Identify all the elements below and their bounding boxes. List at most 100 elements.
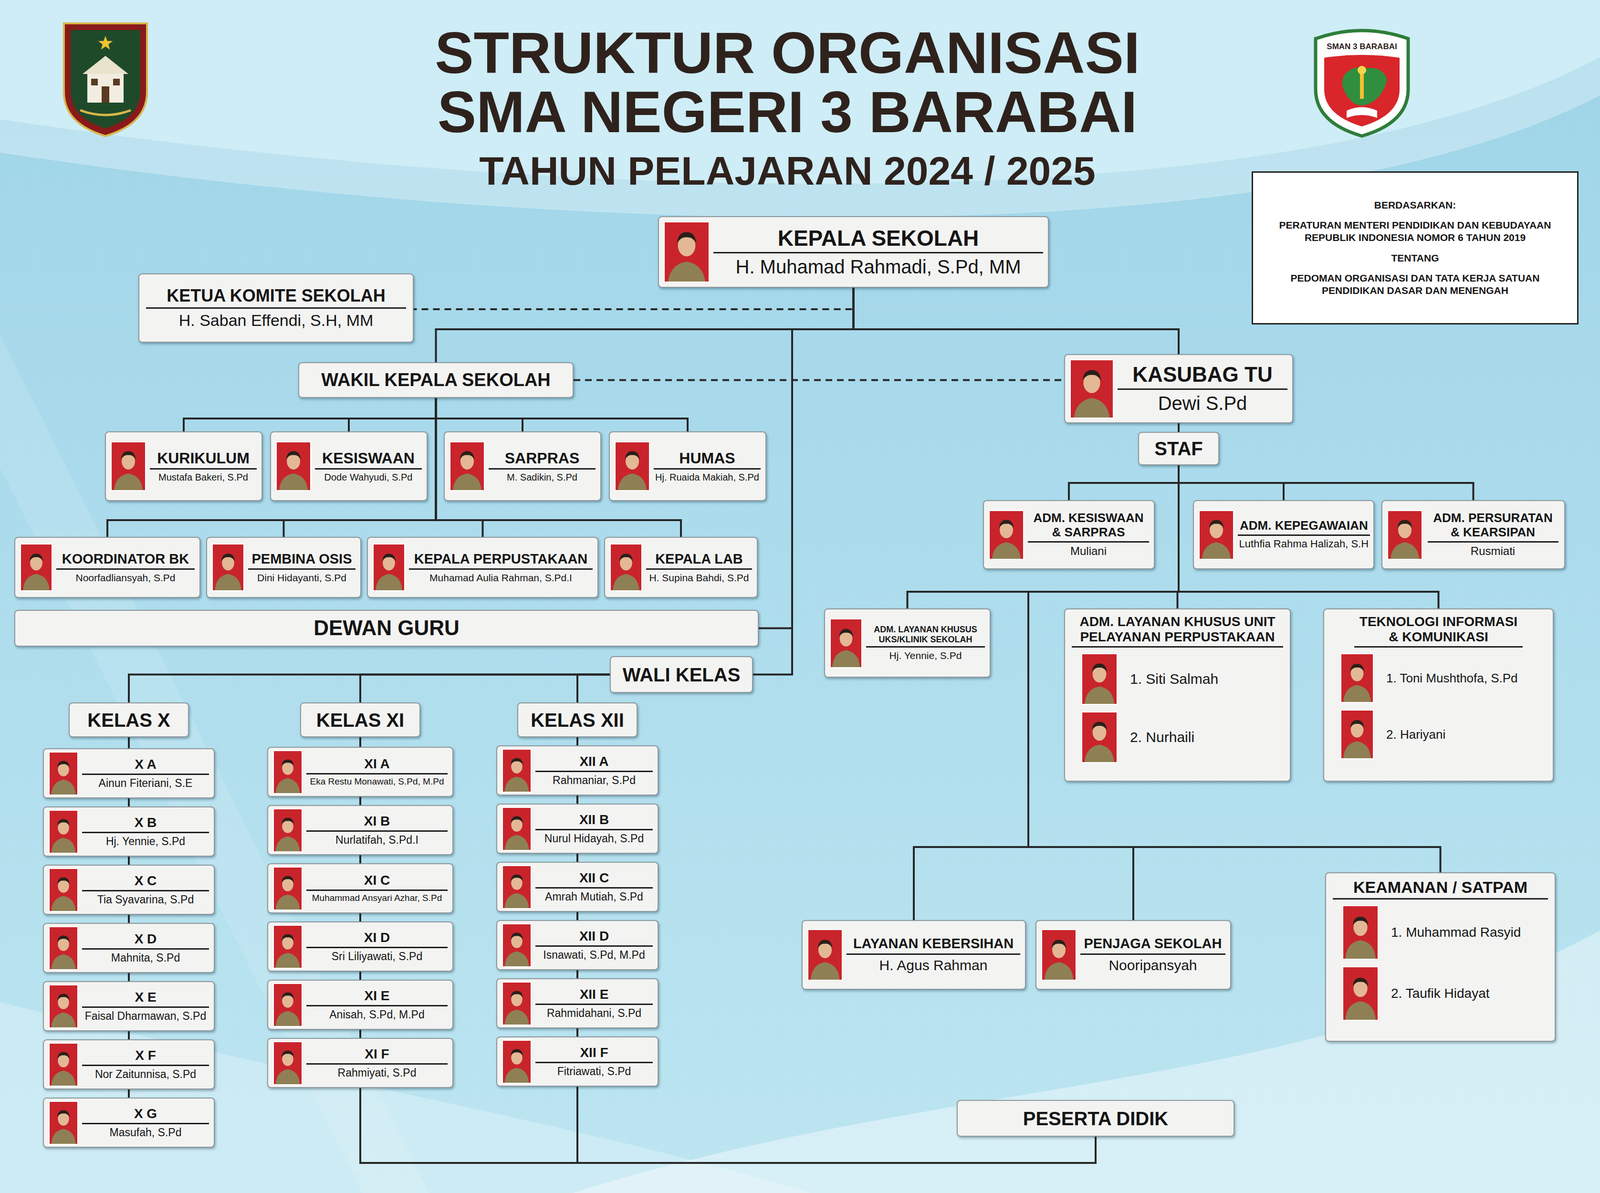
class-box: XII FFitriawati, S.Pd [496, 1036, 659, 1087]
security-box: KEAMANAN / SATPAM 1. Muhammad Rasyid 2. Ta… [1325, 872, 1556, 1042]
photo-backdrop [373, 544, 405, 591]
class-box: XI BNurlatifah, S.Pd.I [267, 805, 454, 856]
dashed-connector [413, 287, 854, 310]
photo-backdrop [273, 809, 303, 852]
photo-backdrop [615, 441, 649, 492]
text-column: X FNor Zaitunnisa, S.Pd [82, 1047, 210, 1082]
box-title: ADM. LAYANAN KHUSUS UKS/KLINIK SEKOLAH [866, 624, 985, 648]
connector-line [359, 737, 362, 747]
person-name: H. Saban Effendi, S.H, MM [146, 310, 407, 331]
member-row: 1. Muhammad Rasyid [1342, 905, 1544, 960]
text-column: PENJAGA SEKOLAHNooripansyah [1080, 935, 1226, 974]
photo-hair [1091, 721, 1107, 731]
vice-principal-box: WAKIL KEPALA SEKOLAH [298, 362, 574, 398]
photo-uniform [1084, 686, 1115, 705]
legal-basis-note: BERDASARKAN:PERATURAN MENTERI PENDIDIKAN… [1251, 171, 1579, 325]
photo-backdrop [502, 749, 532, 792]
box-title: XII D [535, 928, 653, 947]
note-text: TENTANG [1391, 251, 1440, 265]
photo-uniform [504, 1067, 530, 1083]
portrait-photo [501, 748, 532, 793]
photo-uniform [214, 574, 241, 591]
class-box: XI CMuhammad Ansyari Azhar, S.Pd [267, 863, 454, 914]
students-box: PESERTA DIDIK [956, 1099, 1235, 1137]
portrait-photo [48, 751, 79, 796]
person-name: 2. Nurhaili [1129, 728, 1195, 746]
photo-backdrop [1342, 967, 1378, 1020]
text-column: XI CMuhammad Ansyari Azhar, S.Pd [306, 872, 448, 904]
member-row: 2. Hariyani [1340, 709, 1542, 760]
portrait-photo [829, 618, 863, 669]
connector-line [436, 287, 854, 363]
photo-uniform [617, 473, 648, 492]
member-row: 2. Taufik Hidayat [1342, 966, 1544, 1021]
portrait-photo [48, 926, 79, 971]
photo-backdrop [664, 221, 709, 283]
portrait-photo [272, 808, 303, 853]
portrait-photo [272, 1041, 303, 1086]
connector-line [436, 397, 689, 432]
photo-hair [286, 451, 301, 461]
photo-uniform [275, 836, 301, 851]
person-name: Fitriawati, S.Pd [535, 1065, 653, 1079]
photo-backdrop [273, 751, 303, 794]
connector-line [360, 674, 610, 703]
text-column: XI BNurlatifah, S.Pd.I [306, 813, 448, 848]
person-name: Nooripansyah [1080, 956, 1226, 974]
photo-uniform [1345, 940, 1376, 959]
photo-uniform [504, 892, 530, 908]
photo-backdrop [273, 925, 303, 968]
photo-uniform [1390, 542, 1420, 560]
connector-line [758, 287, 854, 629]
portrait-photo [501, 865, 532, 910]
text-column: HUMASHj. Ruaida Makiah, S.Pd [653, 449, 761, 484]
photo-hair [839, 628, 854, 638]
portrait-photo [1069, 359, 1114, 419]
photo-backdrop [502, 866, 532, 909]
portrait-photo [1387, 510, 1423, 560]
person-name: Nurul Hidayah, S.Pd [535, 832, 653, 846]
text-column: XII BNurul Hidayah, S.Pd [535, 812, 653, 846]
portrait-photo [272, 983, 303, 1027]
class-box: XII BNurul Hidayah, S.Pd [496, 803, 659, 854]
photo-backdrop [49, 927, 78, 970]
connector-line [128, 674, 610, 703]
person-name: Muliani [1027, 544, 1150, 559]
crest-ribbon [80, 110, 131, 116]
photo-hair [221, 553, 235, 562]
province-crest [63, 23, 147, 136]
box-title: HUMAS [653, 449, 761, 471]
box-title: X D [82, 931, 210, 950]
portrait-photo [807, 929, 843, 981]
photo-hair [510, 990, 523, 998]
staff-role-box: ADM. PERSURATAN & KEARSIPANRusmiati [1381, 500, 1566, 570]
photo-uniform [275, 894, 301, 910]
box-title: KEAMANAN / SATPAM [1332, 878, 1548, 900]
person-name: H. Agus Rahman [846, 956, 1021, 974]
portrait-photo [501, 981, 532, 1026]
photo-hair [619, 553, 633, 562]
photo-hair [57, 877, 70, 885]
portrait-photo [48, 984, 79, 1029]
person-name: Muhamad Aulia Rahman, S.Pd.I [408, 571, 593, 584]
person-name: 2. Taufik Hidayat [1390, 985, 1490, 1002]
photo-hair [281, 1050, 294, 1058]
photo-uniform [275, 952, 301, 968]
connector-line [577, 674, 610, 703]
text-column: KURIKULUMMustafa Bakeri, S.Pd [149, 449, 257, 484]
connector-line [1178, 465, 1474, 501]
portrait-photo [48, 1100, 79, 1145]
portrait-photo [48, 867, 79, 912]
portrait-photo [1342, 966, 1379, 1021]
photo-hair [382, 553, 396, 562]
photo-uniform [51, 837, 76, 853]
photo-hair [460, 451, 475, 461]
photo-uniform [1343, 685, 1371, 703]
photo-hair [121, 451, 136, 461]
box-title: XI D [306, 930, 448, 949]
box-title: XI B [306, 813, 448, 832]
photo-hair [510, 1048, 523, 1057]
box-title: ADM. LAYANAN KHUSUS UNIT PELAYANAN PERPU… [1071, 614, 1284, 648]
connector-line [127, 972, 130, 982]
